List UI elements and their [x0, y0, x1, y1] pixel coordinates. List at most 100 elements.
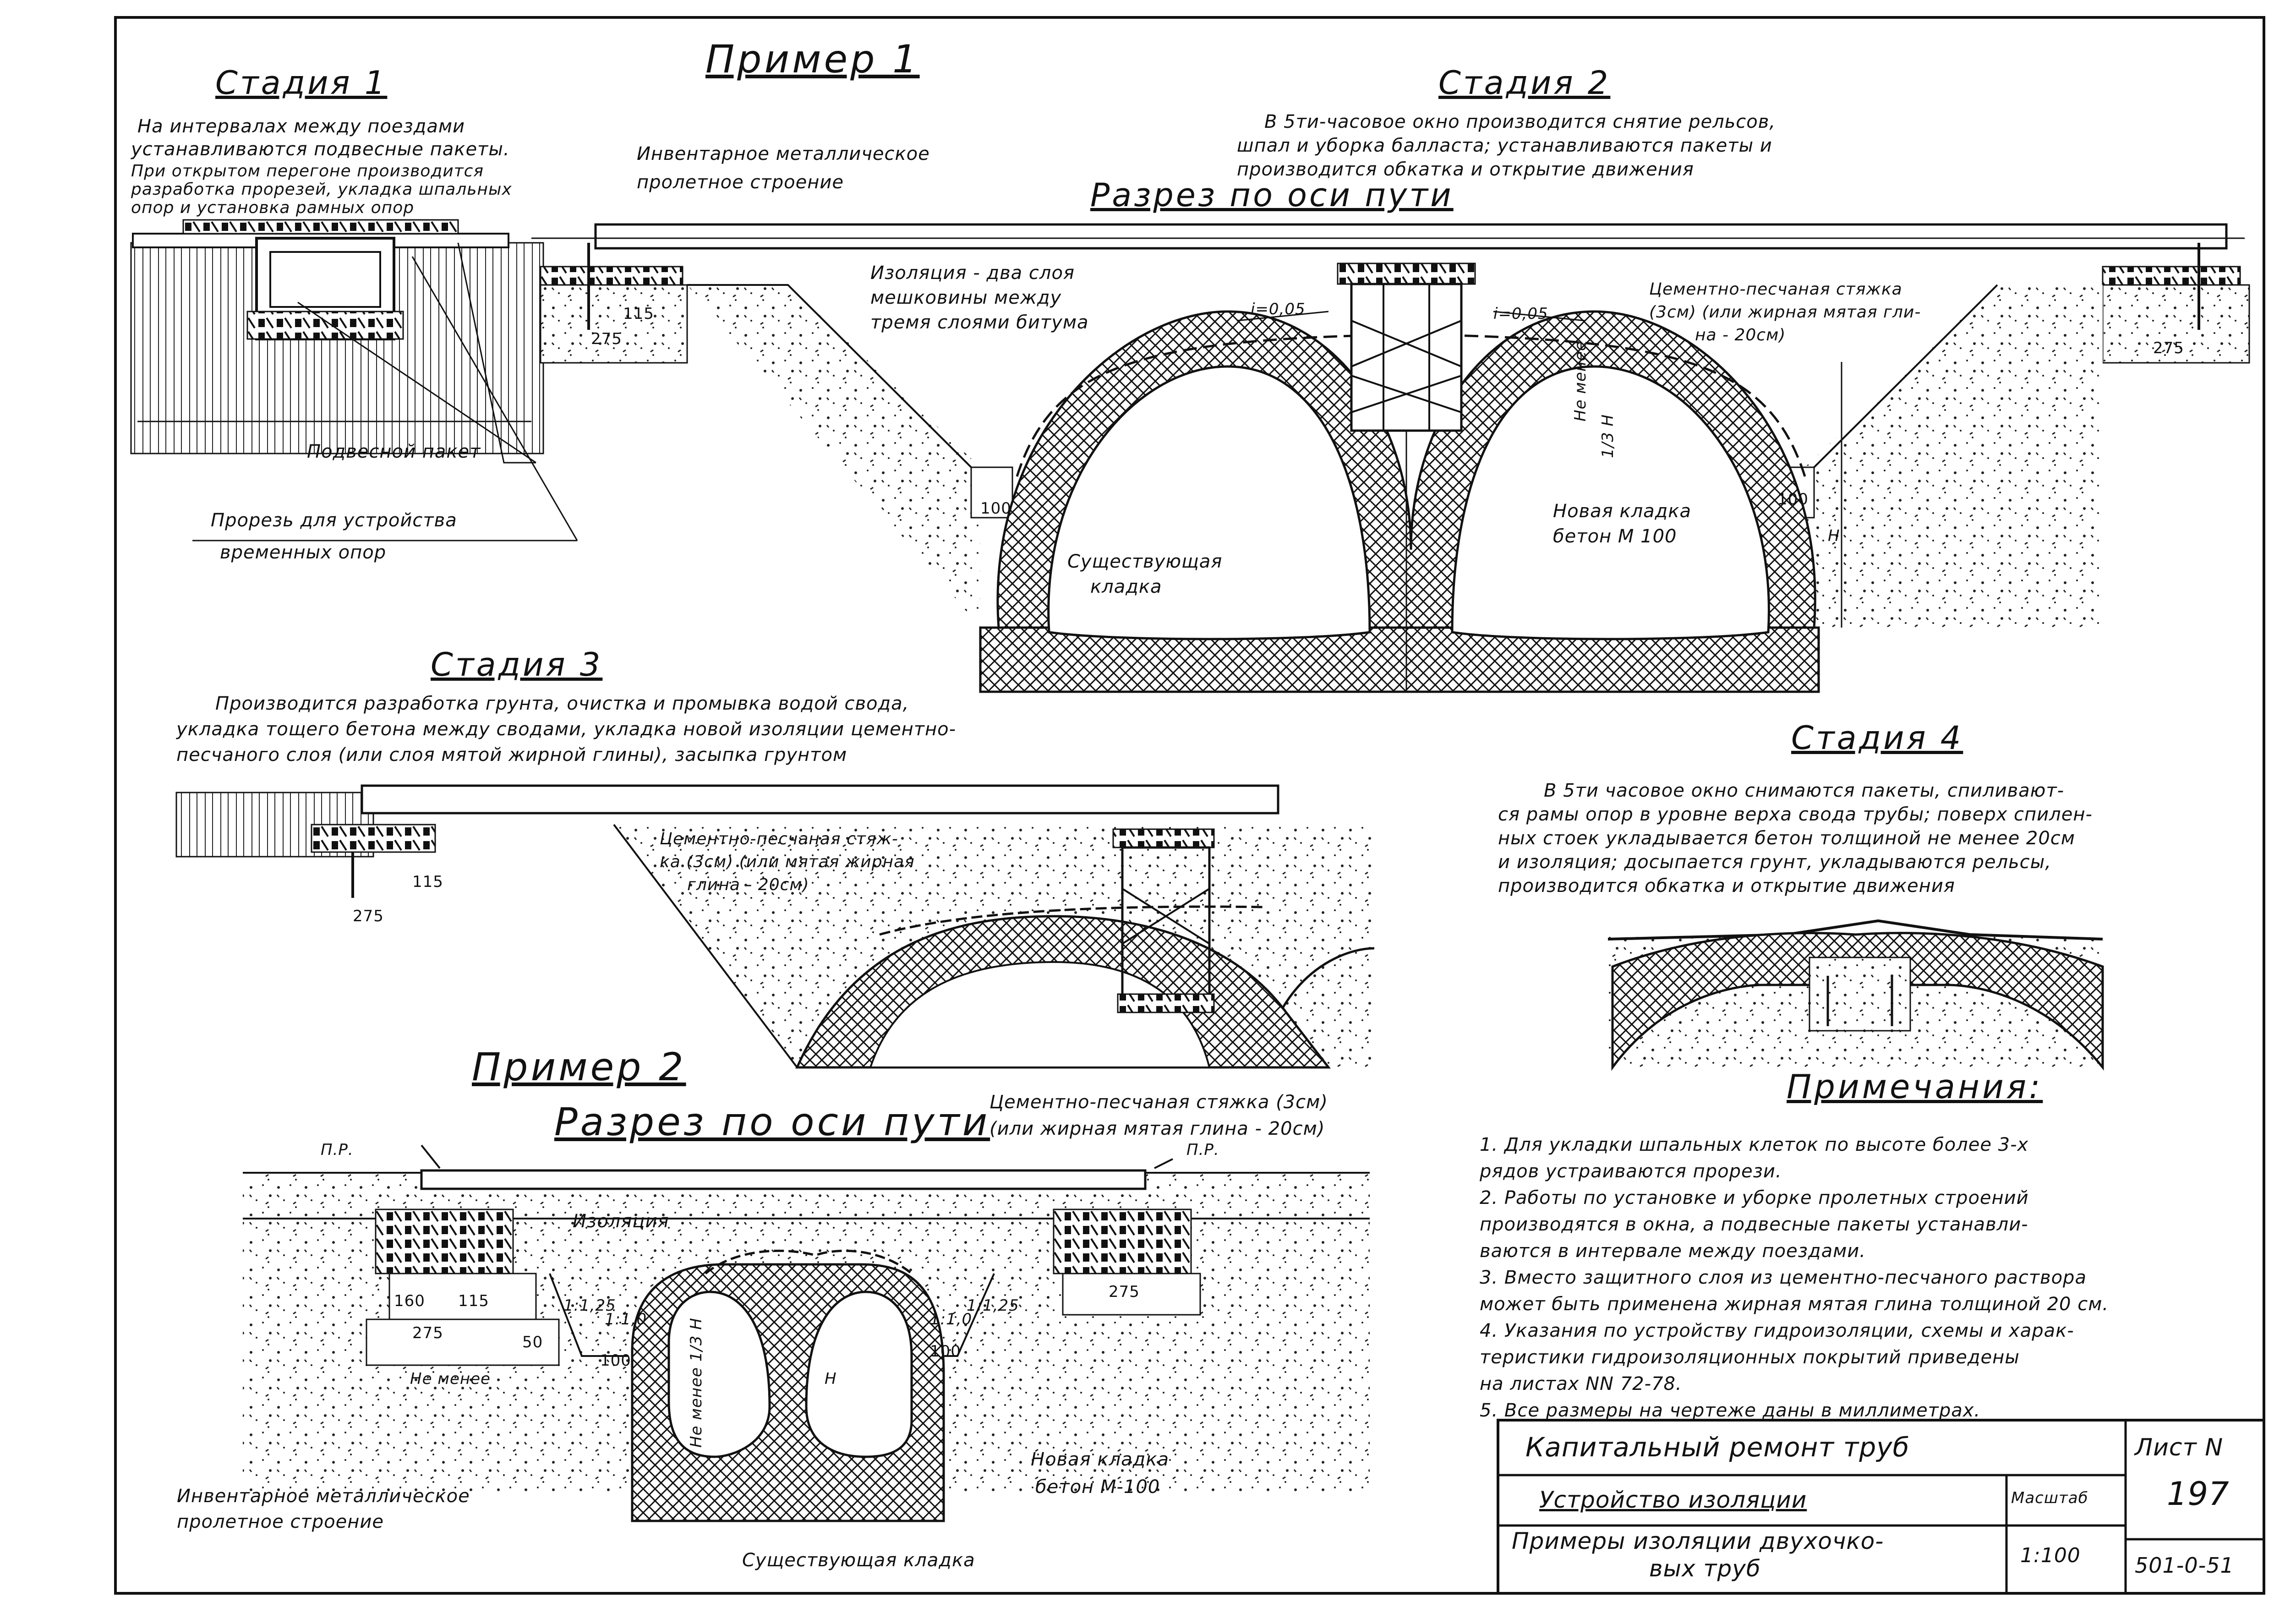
example2-dim-115: 115 [458, 1292, 489, 1310]
slope-left-label: i=0,05 [1251, 300, 1306, 318]
title-block-scale-label: Масштаб [2011, 1489, 2088, 1507]
h-dimension-label: H [1828, 527, 1840, 545]
stage3-diagram [175, 784, 1375, 1069]
example2-not-less: Не менее [410, 1370, 491, 1388]
stage2-diagram [531, 223, 2250, 693]
inventory-label-1: Инвентарное металлическое [637, 143, 930, 164]
existing-label-2: кладка [1090, 576, 1162, 597]
dim-275-left: 275 [591, 330, 622, 348]
example2-pr-right: П.Р. [1186, 1141, 1219, 1159]
not-less-label: Не менее [1571, 341, 1590, 421]
dim-115: 115 [623, 305, 654, 323]
example2-screed-1: Цементно-песчаная стяжка (3см) [989, 1092, 1328, 1113]
isolation-label-1: Изоляция - два слоя [870, 262, 1075, 284]
title-block-sheet-no: 197 [2167, 1475, 2230, 1513]
example2-slope-125-left: 1:1,25 [563, 1296, 616, 1315]
example2-isolation: Изоляция [573, 1211, 669, 1232]
title-block-scale: 1:100 [2020, 1544, 2081, 1567]
example2-section-title: Разрез по оси пути [554, 1099, 990, 1144]
example2-new-masonry-2: бетон М-100 [1035, 1476, 1160, 1498]
example2-not-less-13: Не менее 1/3 H [687, 1318, 705, 1448]
example2-slope-10-left: 1:1,0 [605, 1310, 647, 1329]
notes-title: Примечания: [1787, 1067, 2043, 1106]
example2-dim-100-left: 100 [600, 1351, 631, 1370]
example2-diagram [243, 1144, 1370, 1522]
note-4c: на листах NN 72-78. [1480, 1373, 1682, 1394]
example2-dim-50: 50 [522, 1333, 543, 1351]
title-block [1497, 1419, 2265, 1595]
example2-dim-100-right: 100 [930, 1342, 961, 1361]
note-1a: 1. Для укладки шпальных клеток по высоте… [1480, 1134, 2029, 1155]
inventory-label-2: пролетное строение [637, 172, 844, 193]
dim-275-right: 275 [2153, 339, 2184, 357]
stage4-text-5: производится обкатка и открытие движения [1498, 875, 1955, 897]
screed-label-2: (3см) (или жирная мятая гли- [1649, 303, 1921, 322]
example1-title: Пример 1 [705, 37, 920, 82]
stage4-text-4: и изоляция; досыпается грунт, укладывают… [1498, 852, 2051, 873]
note-3a: 3. Вместо защитного слоя из цементно-пес… [1480, 1267, 2087, 1288]
stage1-title: Стадия 1 [215, 64, 388, 102]
note-4b: теристики гидроизоляционных покрытий при… [1480, 1347, 2020, 1368]
note-1b: рядов устраиваются прорези. [1480, 1161, 1782, 1182]
example2-existing: Существующая кладка [742, 1550, 975, 1571]
existing-label-1: Существующая [1067, 551, 1223, 572]
slope-right-label: i=0,05 [1493, 305, 1548, 323]
stage1-label-slot-2: временных опор [220, 542, 387, 563]
stage1-text-2: устанавливаются подвесные пакеты. [131, 139, 510, 160]
stage2-text-1: В 5ти-часовое окно производится снятие р… [1264, 111, 1776, 132]
note-2b: производятся в окна, а подвесные пакеты … [1480, 1214, 2028, 1235]
note-2a: 2. Работы по установке и уборке пролетны… [1480, 1187, 2029, 1208]
new-masonry-label-1: Новая кладка [1553, 501, 1691, 522]
stage1-text-5: опор и установка рамных опор [131, 198, 415, 217]
example2-inventory-1: Инвентарное металлическое [177, 1486, 470, 1507]
example2-h-label: H [825, 1370, 837, 1388]
title-block-code: 501-0-51 [2135, 1553, 2234, 1578]
title-block-main: Капитальный ремонт труб [1525, 1432, 1910, 1463]
dim-100-right: 100 [1777, 490, 1809, 509]
stage3-dim-275: 275 [353, 907, 384, 925]
stage4-text-2: ся рамы опор в уровне верха свода трубы;… [1498, 804, 2093, 825]
isolation-label-3: тремя слоями битума [870, 312, 1089, 333]
stage2-title: Стадия 2 [1438, 64, 1611, 102]
note-4a: 4. Указания по устройству гидроизоляции,… [1480, 1320, 2074, 1341]
example2-screed-2: (или жирная мятая глина - 20см) [989, 1118, 1325, 1139]
stage3-dim-115: 115 [412, 873, 443, 891]
stage1-label-slot-1: Прорезь для устройства [211, 510, 457, 531]
screed-label-1: Цементно-песчаная стяжка [1649, 280, 1902, 299]
example2-pr-left: П.Р. [321, 1141, 354, 1159]
screed-label-3: на - 20см) [1695, 326, 1786, 344]
example2-new-masonry-1: Новая кладка [1031, 1449, 1169, 1470]
stage3-screed-2: ка (3см) (или мятая жирная [660, 853, 915, 871]
example2-slope-10-right: 1:1,0 [930, 1310, 973, 1329]
example2-slope-125-right: 1:1,25 [967, 1296, 1019, 1315]
stage4-title: Стадия 4 [1791, 719, 1963, 757]
stage1-text-1: На интервалах между поездами [137, 116, 465, 137]
stage3-text-1: Производится разработка грунта, очистка … [215, 693, 909, 714]
stage2-text-2: шпал и уборка балласта; устанавливаются … [1237, 135, 1772, 156]
stage3-screed-1: Цементно-песчаная стяж- [660, 830, 898, 848]
stage1-text-3: При открытом перегоне производится [131, 162, 484, 180]
note-2c: ваются в интервале между поездами. [1480, 1241, 1866, 1262]
stage3-screed-3: глина - 20см) [687, 875, 809, 894]
title-block-desc-1: Примеры изоляции двухочко- [1512, 1528, 1884, 1554]
title-block-desc-2: вых труб [1649, 1555, 1761, 1582]
example2-title: Пример 2 [472, 1044, 686, 1089]
note-5: 5. Все размеры на чертеже даны в миллиме… [1480, 1400, 1981, 1421]
dim-100-left: 100 [980, 499, 1011, 518]
note-3b: может быть применена жирная мятая глина … [1480, 1294, 2109, 1315]
stage4-text-3: ных стоек укладывается бетон толщиной не… [1498, 828, 2075, 849]
stage1-text-4: разработка прорезей, укладка шпальных [131, 180, 512, 199]
example2-inventory-2: пролетное строение [177, 1511, 384, 1532]
stage3-title: Стадия 3 [431, 646, 603, 684]
new-masonry-label-2: бетон М 100 [1553, 526, 1677, 547]
stage3-text-3: песчаного слоя (или слоя мятой жирной гл… [176, 744, 847, 766]
example2-dim-160: 160 [394, 1292, 425, 1310]
stage4-diagram [1607, 919, 2104, 1071]
example1-section-title: Разрез по оси пути [1090, 176, 1454, 214]
one-third-h-label: 1/3 H [1599, 414, 1617, 458]
isolation-label-2: мешковины между [870, 287, 1062, 308]
title-block-sheet-label: Лист N [2135, 1434, 2224, 1461]
example2-dim-275: 275 [412, 1324, 443, 1342]
stage1-diagram [130, 219, 578, 541]
